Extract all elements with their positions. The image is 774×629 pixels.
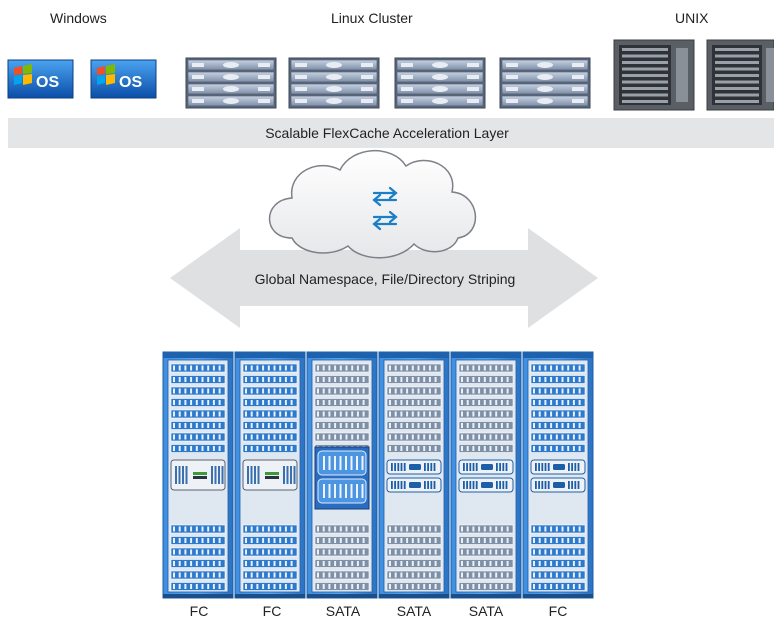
rack-label-1: FC: [189, 603, 209, 619]
storage-racks: [162, 351, 594, 599]
rack-label-6: FC: [548, 603, 568, 619]
rack-server-icon: [394, 57, 486, 109]
linux-cluster: [185, 57, 591, 109]
linux-cluster-group-label: Linux Cluster: [331, 10, 413, 26]
acceleration-layer-band: [8, 118, 774, 148]
storage-rack-icon: [306, 351, 378, 599]
unix-server-1: [613, 39, 695, 111]
windows-client-2: OS: [90, 59, 157, 99]
storage-rack-icon: [378, 351, 450, 599]
acceleration-layer-label: Scalable FlexCache Acceleration Layer: [265, 125, 509, 141]
windows-logo-icon: [14, 64, 32, 85]
unix-group-label: UNIX: [675, 10, 709, 26]
rack-label-5: SATA: [468, 603, 504, 619]
transfer-arrows-icon: [372, 186, 398, 231]
os-badge-text: OS: [36, 74, 59, 91]
storage-rack-icon: [522, 351, 594, 599]
namespace-double-arrow: [170, 228, 598, 328]
storage-rack-icon: [450, 351, 522, 599]
windows-logo-icon: [97, 64, 115, 85]
rack-label-4: SATA: [396, 603, 432, 619]
windows-group-label: Windows: [50, 10, 107, 26]
storage-rack-icon: [162, 351, 234, 599]
rack-server-icon: [499, 57, 591, 109]
rack-label-2: FC: [262, 603, 282, 619]
rack-server-icon: [185, 57, 277, 109]
windows-client-1: OS: [7, 59, 74, 99]
rack-label-3: SATA: [325, 603, 361, 619]
cloud-icon: [268, 150, 476, 259]
namespace-label: Global Namespace, File/Directory Stripin…: [254, 271, 516, 287]
os-badge-text: OS: [119, 74, 142, 91]
rack-server-icon: [288, 57, 380, 109]
storage-rack-icon: [234, 351, 306, 599]
unix-server-2: [706, 39, 774, 111]
